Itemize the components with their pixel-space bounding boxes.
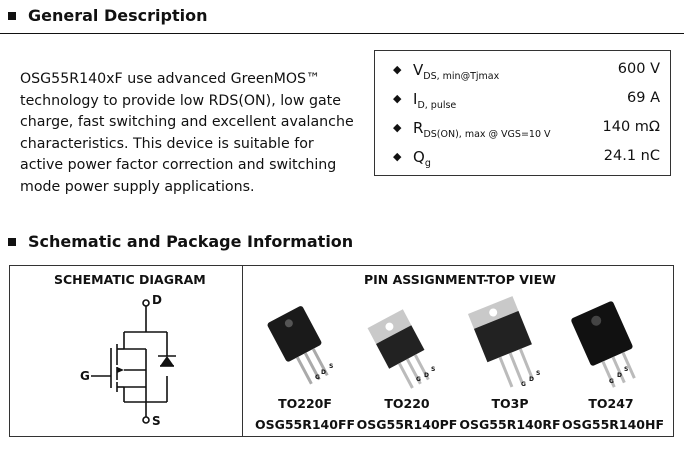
pin-label: G bbox=[521, 381, 526, 388]
pin-label: S bbox=[624, 366, 629, 373]
diamond-bullet-icon: ◆ bbox=[393, 63, 402, 76]
square-bullet-icon bbox=[8, 237, 16, 246]
square-bullet-icon bbox=[8, 11, 16, 20]
spec-symbol: V bbox=[413, 61, 424, 79]
pin-label: S bbox=[329, 363, 334, 370]
pin-label: G bbox=[416, 376, 421, 383]
schematic-package-title: Schematic and Package Information bbox=[28, 232, 354, 251]
pin-label: D bbox=[321, 369, 326, 376]
spec-parameter: RDS(ON), max @ VGS=10 V bbox=[413, 119, 551, 140]
spec-parameter: Qg bbox=[413, 148, 431, 169]
schematic-diagram-header: SCHEMATIC DIAGRAM bbox=[54, 272, 206, 287]
part-number: OSG55R140HF bbox=[561, 417, 664, 432]
general-description-heading: General Description bbox=[8, 6, 207, 25]
pin-label: D bbox=[529, 376, 534, 383]
description-text: OSG55R140xF use advanced GreenMOS™ techn… bbox=[20, 71, 354, 195]
spec-subscript: D, pulse bbox=[417, 100, 457, 111]
part-number: OSG55R140RF bbox=[459, 417, 561, 432]
spec-value: 140 mΩ bbox=[602, 119, 661, 135]
spec-row: ◆ Qg 24.1 nC bbox=[375, 144, 670, 172]
spec-subscript: DS, min@Tjmax bbox=[423, 71, 500, 82]
part-number: OSG55R140FF bbox=[254, 417, 356, 432]
pin-label: S bbox=[536, 370, 541, 377]
column-divider bbox=[242, 266, 243, 436]
source-label: S bbox=[152, 414, 161, 428]
package-name: TO3P bbox=[491, 396, 529, 411]
package-table: SCHEMATIC DIAGRAM PIN ASSIGNMENT-TOP VIE… bbox=[9, 265, 674, 437]
diamond-bullet-icon: ◆ bbox=[393, 121, 402, 134]
pin-label: G bbox=[609, 378, 614, 385]
diamond-bullet-icon: ◆ bbox=[393, 150, 402, 163]
spec-value: 69 A bbox=[627, 90, 660, 106]
spec-subscript: g bbox=[424, 158, 431, 169]
spec-row: ◆ ID, pulse 69 A bbox=[375, 86, 670, 114]
spec-value: 600 V bbox=[617, 61, 660, 77]
pin-label: S bbox=[431, 366, 436, 373]
diamond-bullet-icon: ◆ bbox=[393, 92, 402, 105]
package-name: TO220F bbox=[278, 396, 332, 411]
heading-rule bbox=[0, 33, 684, 34]
to247-package-icon bbox=[571, 301, 636, 388]
drain-label: D bbox=[152, 293, 162, 307]
key-specs-box: ◆ VDS, min@Tjmax 600 V ◆ ID, pulse 69 A … bbox=[374, 50, 671, 176]
spec-subscript: DS(ON), max @ VGS=10 V bbox=[423, 129, 551, 140]
schematic-package-heading: Schematic and Package Information bbox=[8, 232, 353, 251]
to3p-package-icon bbox=[467, 296, 534, 388]
package-name: TO220 bbox=[384, 396, 430, 411]
spec-value: 24.1 nC bbox=[603, 148, 660, 164]
spec-symbol: R bbox=[413, 119, 424, 137]
spec-symbol: I bbox=[413, 90, 418, 108]
pin-assignment-header: PIN ASSIGNMENT-TOP VIEW bbox=[364, 272, 556, 287]
spec-row: ◆ VDS, min@Tjmax 600 V bbox=[375, 57, 670, 85]
package-name: TO247 bbox=[588, 396, 634, 411]
pin-label: G bbox=[315, 374, 320, 381]
to220-package-icon bbox=[367, 309, 430, 389]
to220f-package-icon bbox=[267, 306, 329, 385]
spec-parameter: ID, pulse bbox=[413, 90, 456, 111]
pin-label: D bbox=[617, 372, 622, 379]
mosfet-schematic-icon bbox=[91, 299, 176, 424]
spec-symbol: Q bbox=[413, 148, 425, 166]
spec-row: ◆ RDS(ON), max @ VGS=10 V 140 mΩ bbox=[375, 115, 670, 143]
pin-label: D bbox=[424, 372, 429, 379]
part-number: OSG55R140PF bbox=[356, 417, 458, 432]
general-description-title: General Description bbox=[28, 6, 208, 25]
gate-label: G bbox=[80, 369, 90, 383]
spec-parameter: VDS, min@Tjmax bbox=[413, 61, 499, 82]
